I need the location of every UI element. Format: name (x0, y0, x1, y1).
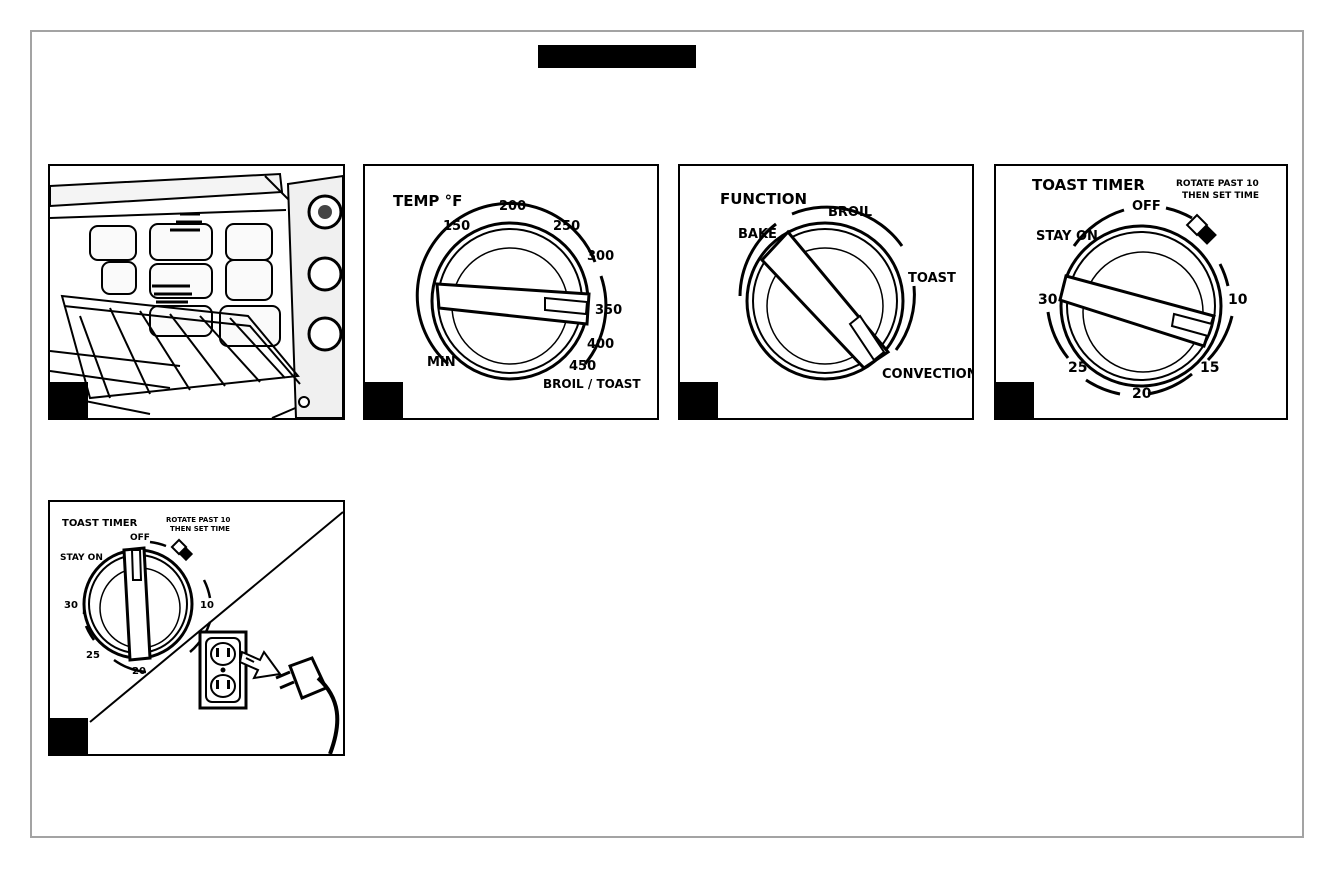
function-dial-title: FUNCTION (720, 190, 807, 208)
small-timer-mark-30: 30 (64, 600, 78, 611)
temp-mark-200: 200 (499, 199, 526, 214)
function-mark-convection: CONVECTION (882, 367, 972, 382)
temp-mark-150: 150 (443, 219, 470, 234)
oven-interior-illustration (50, 166, 343, 418)
rotate-indicator-icon (172, 540, 193, 561)
step-number-box (680, 382, 718, 418)
toast-timer-dial-illustration: TOAST TIMER ROTATE PAST 10 THEN SET TIME… (996, 166, 1286, 418)
function-dial-illustration: FUNCTION BAKE BROIL TOAST CONVECTION (680, 166, 972, 418)
step-number-box (50, 382, 88, 418)
temp-mark-400: 400 (587, 337, 614, 352)
timer-off-unplug-panel: TOAST TIMER ROTATE PAST 10 THEN SET TIME… (48, 500, 345, 756)
section-header-bar (538, 45, 696, 68)
timer-mark-20: 20 (1132, 386, 1152, 402)
timer-mark-off: OFF (1132, 199, 1161, 214)
small-timer-mark-10: 10 (200, 600, 214, 611)
timer-mark-10: 10 (1228, 292, 1248, 308)
wall-outlet-icon (200, 632, 246, 708)
timer-mark-25: 25 (1068, 360, 1087, 376)
toast-timer-dial-panel: TOAST TIMER ROTATE PAST 10 THEN SET TIME… (994, 164, 1288, 420)
timer-note-line2: THEN SET TIME (1182, 191, 1259, 201)
function-mark-toast: TOAST (908, 271, 956, 286)
function-mark-broil: BROIL (828, 205, 872, 220)
power-plug-icon (276, 658, 337, 754)
temp-mark-450: 450 (569, 359, 596, 374)
step-number-box (50, 718, 88, 754)
rotate-indicator-icon (1187, 215, 1217, 245)
temperature-dial-illustration: TEMP °F MIN 150 200 250 300 350 400 450 … (365, 166, 657, 418)
small-timer-mark-stay-on: STAY ON (60, 553, 103, 563)
step-number-box (365, 382, 403, 418)
small-timer-title: TOAST TIMER (62, 518, 138, 529)
timer-note-line1: ROTATE PAST 10 (1176, 179, 1259, 189)
small-timer-note-line1: ROTATE PAST 10 (166, 516, 230, 524)
function-mark-bake: BAKE (738, 227, 777, 242)
timer-dial-title: TOAST TIMER (1032, 176, 1145, 194)
timer-mark-15: 15 (1200, 360, 1219, 376)
timer-mark-30: 30 (1038, 292, 1058, 308)
temp-mark-350: 350 (595, 303, 622, 318)
function-dial-panel: FUNCTION BAKE BROIL TOAST CONVECTION (678, 164, 974, 420)
temp-mark-broil-toast: BROIL / TOAST (543, 377, 641, 391)
temp-mark-300: 300 (587, 249, 614, 264)
temp-mark-250: 250 (553, 219, 580, 234)
step-number-box (996, 382, 1034, 418)
small-timer-note-line2: THEN SET TIME (170, 525, 230, 533)
timer-unplug-illustration: TOAST TIMER ROTATE PAST 10 THEN SET TIME… (50, 502, 343, 754)
timer-mark-stay-on: STAY ON (1036, 229, 1098, 244)
small-timer-mark-20: 20 (132, 666, 146, 677)
small-timer-mark-25: 25 (86, 650, 100, 661)
small-timer-mark-off: OFF (130, 533, 150, 543)
temp-mark-min: MIN (427, 355, 456, 370)
temperature-dial-panel: TEMP °F MIN 150 200 250 300 350 400 450 … (363, 164, 659, 420)
temp-dial-title: TEMP °F (393, 192, 462, 210)
oven-rack-illustration-panel (48, 164, 345, 420)
